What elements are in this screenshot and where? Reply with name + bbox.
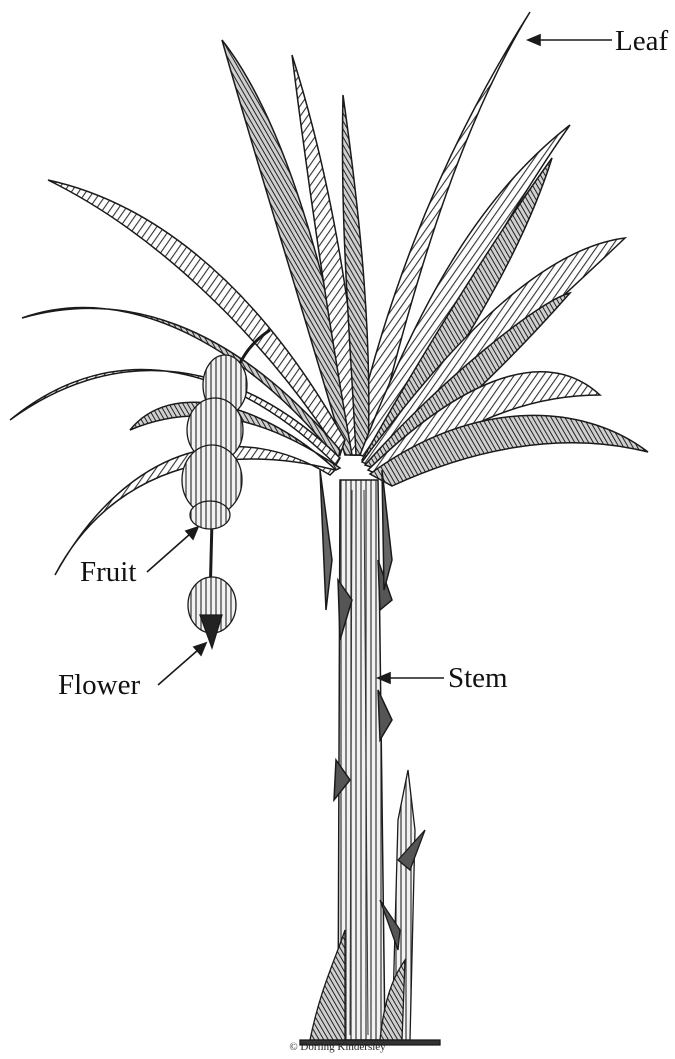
fruit-label: Fruit <box>80 558 136 587</box>
flower-pointer <box>158 650 198 685</box>
stem-label: Stem <box>448 664 508 693</box>
leaves <box>10 12 648 575</box>
leaf-label: Leaf <box>615 27 668 56</box>
copyright-notice: © Dorling Kindersley <box>0 1041 675 1053</box>
flower-label: Flower <box>58 671 140 700</box>
fruit-pointer <box>147 534 190 572</box>
stem <box>320 470 392 1040</box>
